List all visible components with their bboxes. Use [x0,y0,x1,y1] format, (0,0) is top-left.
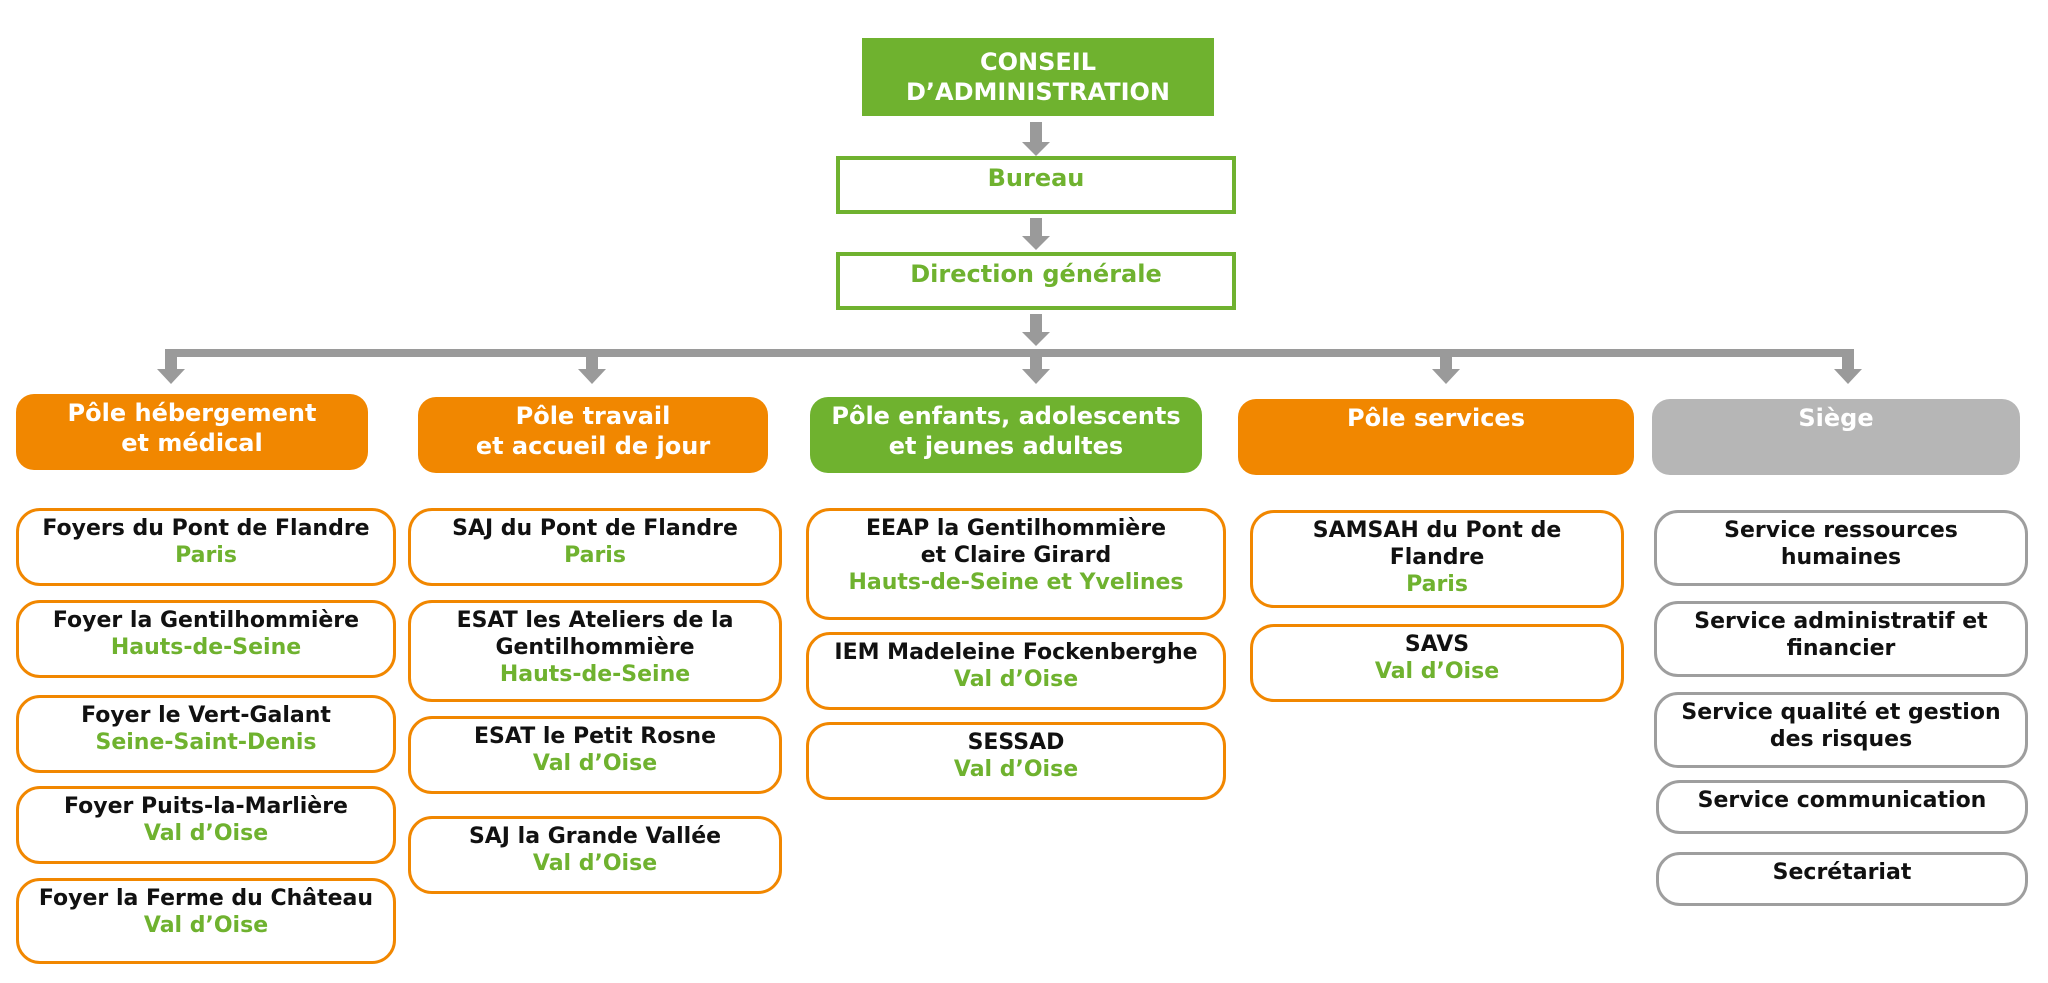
unit-location: Paris [564,543,626,568]
unit-name-line1: ESAT les Ateliers de la [456,608,734,633]
unit-name-line2: financier [1786,636,1896,661]
unit-name: SAVS [1404,632,1470,657]
pole-hebergement-header: Pôle hébergement et médical [16,394,368,470]
unit-location: Val d’Oise [1374,659,1500,684]
unit-box: Service communication [1656,780,2028,834]
unit-box: SAVS Val d’Oise [1250,624,1624,702]
unit-name: IEM Madeleine Fockenberghe [834,640,1198,665]
unit-location: Val d’Oise [532,751,658,776]
pole-travail-header: Pôle travail et accueil de jour [418,397,768,473]
unit-name: Foyer le Vert-Galant [81,703,331,728]
pole-title-line1: Pôle services [1347,404,1525,432]
unit-name: Foyers du Pont de Flandre [42,516,370,541]
unit-box: Secrétariat [1656,852,2028,906]
unit-location: Val d’Oise [953,667,1079,692]
unit-box: Foyers du Pont de Flandre Paris [16,508,396,586]
unit-name: Foyer Puits-la-Marlière [64,794,348,819]
pole-services-header: Pôle services [1238,399,1634,475]
unit-name: Secrétariat [1772,860,1912,885]
unit-name-line1: Service ressources [1724,518,1958,543]
unit-name-line1: Service qualité et gestion [1681,700,2001,725]
unit-location: Seine-Saint-Denis [95,730,317,755]
unit-box: ESAT le Petit Rosne Val d’Oise [408,716,782,794]
unit-name: SESSAD [967,730,1065,755]
unit-name: ESAT le Petit Rosne [474,724,716,749]
unit-name: Service communication [1697,788,1987,813]
unit-box: SAJ la Grande Vallée Val d’Oise [408,816,782,894]
unit-name-line2: des risques [1769,727,1913,752]
unit-name-line2: Flandre [1389,545,1485,570]
conseil-administration-box: CONSEIL D’ADMINISTRATION [862,38,1214,116]
unit-name-line2: humaines [1780,545,1902,570]
unit-location: Hauts-de-Seine [499,662,691,687]
unit-box: IEM Madeleine Fockenberghe Val d’Oise [806,632,1226,710]
unit-location: Val d’Oise [953,757,1079,782]
unit-box: Service administratif et financier [1654,601,2028,677]
pole-title-line2: et jeunes adultes [888,432,1124,460]
pole-enfants-header: Pôle enfants, adolescents et jeunes adul… [810,397,1202,473]
unit-location: Hauts-de-Seine [110,635,302,660]
unit-name: SAJ du Pont de Flandre [452,516,738,541]
pole-title-line1: Siège [1798,404,1874,432]
unit-box: Foyer la Gentilhommière Hauts-de-Seine [16,600,396,678]
unit-location: Val d’Oise [143,913,269,938]
direction-label: Direction générale [910,260,1162,288]
pole-title-line2: et médical [121,429,263,457]
unit-box: Service qualité et gestion des risques [1654,692,2028,768]
unit-location: Paris [1406,572,1468,597]
bureau-label: Bureau [987,164,1085,192]
unit-box: EEAP la Gentilhommière et Claire Girard … [806,508,1226,620]
direction-generale-box: Direction générale [836,252,1236,310]
unit-box: SAJ du Pont de Flandre Paris [408,508,782,586]
unit-name-line2: Gentilhommière [495,635,695,660]
unit-box: SAMSAH du Pont de Flandre Paris [1250,510,1624,608]
unit-name-line1: Service administratif et [1694,609,1988,634]
unit-location: Val d’Oise [532,851,658,876]
unit-name-line1: SAMSAH du Pont de [1312,518,1562,543]
unit-box: ESAT les Ateliers de la Gentilhommière H… [408,600,782,702]
unit-box: Foyer Puits-la-Marlière Val d’Oise [16,786,396,864]
unit-location: Val d’Oise [143,821,269,846]
unit-location: Hauts-de-Seine et Yvelines [848,570,1184,595]
unit-box: SESSAD Val d’Oise [806,722,1226,800]
pole-title-line1: Pôle enfants, adolescents [831,402,1181,430]
conseil-line2: D’ADMINISTRATION [906,78,1170,106]
bureau-box: Bureau [836,156,1236,214]
unit-name: Foyer la Ferme du Château [38,886,374,911]
unit-location: Paris [175,543,237,568]
pole-title-line1: Pôle travail [515,402,671,430]
unit-box: Foyer le Vert-Galant Seine-Saint-Denis [16,695,396,773]
unit-name-line1: EEAP la Gentilhommière [865,516,1166,541]
unit-name: Foyer la Gentilhommière [52,608,360,633]
unit-box: Service ressources humaines [1654,510,2028,586]
pole-title-line1: Pôle hébergement [67,399,317,427]
unit-name-line2: et Claire Girard [920,543,1112,568]
conseil-line1: CONSEIL [979,48,1096,76]
pole-title-line2: et accueil de jour [475,432,711,460]
unit-box: Foyer la Ferme du Château Val d’Oise [16,878,396,964]
siege-header: Siège [1652,399,2020,475]
unit-name: SAJ la Grande Vallée [468,824,722,849]
